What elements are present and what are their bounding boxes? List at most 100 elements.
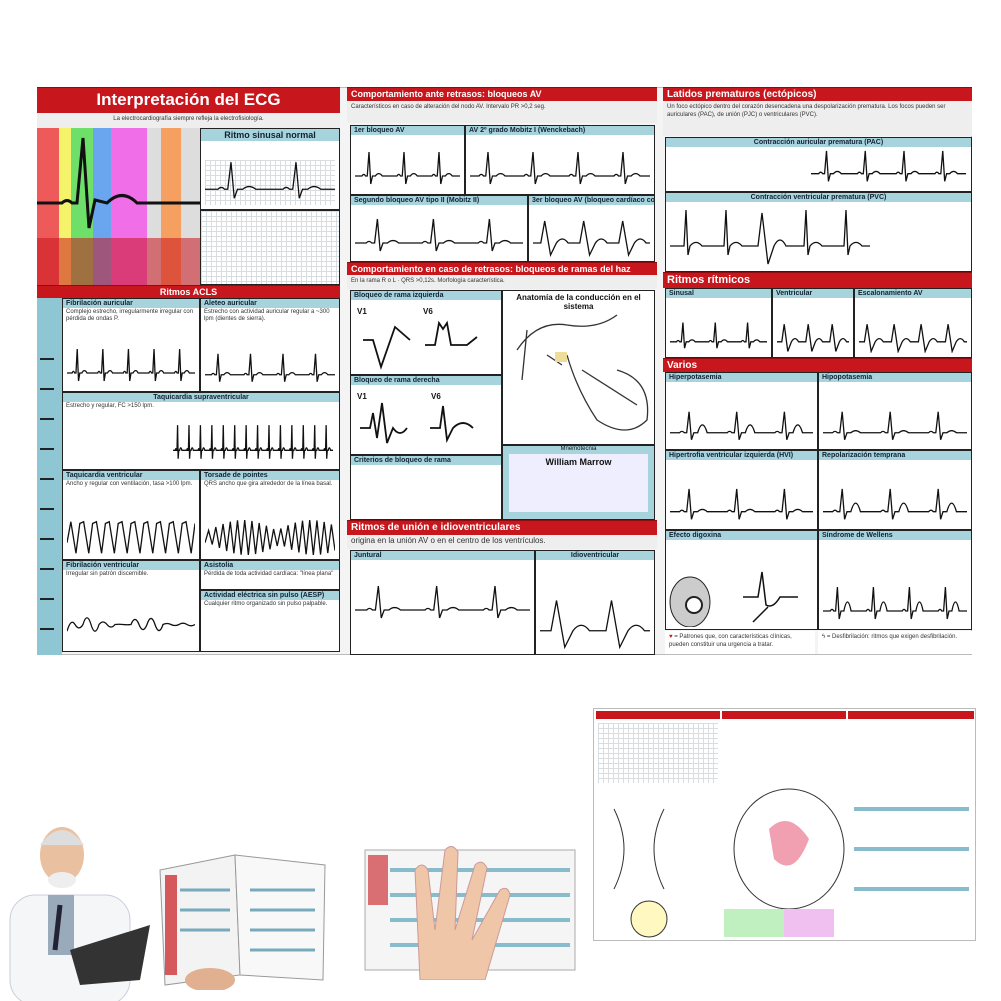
ecg-trace xyxy=(859,324,967,353)
conduction-color-diagram xyxy=(37,128,200,285)
ecg-trace xyxy=(823,586,967,620)
ecg-trace xyxy=(363,320,478,370)
ecg-trace xyxy=(173,425,333,459)
ecg-trace xyxy=(670,411,813,440)
ecg-trace xyxy=(533,220,650,257)
box-av-escape: Escalonamiento AV xyxy=(854,288,972,358)
hand-holding-card-photo xyxy=(364,846,576,980)
ecg-line xyxy=(205,520,335,555)
ecg-trace xyxy=(670,209,870,265)
left-subtitle: La electrocardiografía siempre refleja l… xyxy=(37,113,340,128)
box-title: Hiperpotasemia xyxy=(666,373,817,382)
legend-text: = Patrones que, con características clín… xyxy=(669,634,792,648)
box-junctional: Juntural xyxy=(350,550,535,655)
box-title: Hipopotasemia xyxy=(819,373,971,382)
box-title: AV 2º grado Mobitz I (Wenckebach) xyxy=(466,126,654,135)
ecg-line xyxy=(470,151,650,185)
box-title: Ventricular xyxy=(773,289,853,298)
box-pac: Contracción auricular prematura (PAC) xyxy=(665,137,972,192)
box-title: Repolarización temprana xyxy=(819,451,971,460)
box-title: Hipertrofia ventricular izquierda (HVI) xyxy=(666,451,817,460)
box-anatomy: Anatomía de la conducción en el sistema xyxy=(502,290,655,445)
box-title: Torsade de pointes xyxy=(201,471,339,480)
box-title: 3er bloqueo AV (bloqueo cardíaco complet… xyxy=(529,196,654,205)
box-title: Escalonamiento AV xyxy=(855,289,971,298)
ecg-line xyxy=(67,617,195,632)
box-title: Fibrilación ventricular xyxy=(63,561,199,570)
ecg-trace xyxy=(67,617,195,632)
card-back-photo xyxy=(593,708,976,941)
ecg-trace xyxy=(67,520,195,554)
premature-header: Latidos prematuros (ectópicos) xyxy=(663,87,972,101)
av-block-intro: Característicos en caso de alteración de… xyxy=(347,101,657,123)
box-mobitz-2: Segundo bloqueo AV tipo II (Mobitz II) xyxy=(350,195,528,262)
box-third-degree: 3er bloqueo AV (bloqueo cardíaco complet… xyxy=(528,195,655,262)
box-text: Estrecho y regular, FC >150 lpm. xyxy=(66,403,154,409)
box-title: Asistolia xyxy=(201,561,339,570)
box-title: Juntural xyxy=(351,551,534,560)
box-text: Irregular sin patrón discernible. xyxy=(66,571,149,577)
box-title: Aleteo auricular xyxy=(201,299,339,308)
box-title: Bloqueo de rama izquierda xyxy=(351,291,501,300)
box-title: Segundo bloqueo AV tipo II (Mobitz II) xyxy=(351,196,527,205)
legend-text: = Desfibrilación: ritmos que exigen desf… xyxy=(826,634,958,640)
ecg-line xyxy=(540,600,650,650)
lead-label: V6 xyxy=(431,392,441,401)
misc-header: Varios xyxy=(663,358,972,372)
box-title: Actividad eléctrica sin pulso (AESP) xyxy=(201,591,339,600)
ecg-trace xyxy=(205,520,335,555)
ecg-line xyxy=(533,220,650,257)
box-title: Criterios de bloqueo de rama xyxy=(351,456,501,465)
ecg-line xyxy=(859,324,967,353)
ecg-trace xyxy=(67,348,195,382)
doctor-photo xyxy=(9,827,150,1001)
ecg-trace xyxy=(670,488,813,520)
box-text: Cualquier ritmo organizado sin pulso pal… xyxy=(204,601,328,607)
box-title: Taquicardia supraventricular xyxy=(63,393,339,402)
ecg-line xyxy=(670,488,813,520)
lead-label: V1 xyxy=(357,392,367,401)
box-title: Idioventricular xyxy=(536,551,654,560)
box-title: Taquicardia ventricular xyxy=(63,471,199,480)
box-title: Anatomía de la conducción en el sistema xyxy=(516,293,641,311)
ecg-trace xyxy=(823,411,967,440)
ecg-trace xyxy=(355,218,523,252)
ecg-line xyxy=(823,488,967,520)
box-hypokalemia: Hipopotasemia xyxy=(818,372,972,450)
box-lvh: Hipertrofia ventricular izquierda (HVI) xyxy=(665,450,818,530)
rhythms-header: Ritmos rítmicos xyxy=(663,272,972,288)
folded-card-photo xyxy=(159,854,326,990)
left-title: Interpretación del ECG xyxy=(37,87,340,113)
junction-header: Ritmos de unión e idioventriculares xyxy=(347,520,657,535)
ecg-waveform xyxy=(37,137,200,229)
box-title: 1er bloqueo AV xyxy=(351,126,464,135)
box-text: Estrecho con actividad auricular regular… xyxy=(204,309,330,322)
box-title: Síndrome de Wellens xyxy=(819,531,971,540)
mnemonic-title: William Marrow xyxy=(509,454,648,512)
legend-heart: ♥ = Patrones que, con características cl… xyxy=(665,631,815,654)
box-title: Contracción auricular prematura (PAC) xyxy=(666,138,971,147)
lightning-icon: ϟ xyxy=(822,634,827,640)
ecg-trace xyxy=(777,324,849,352)
ecg-line xyxy=(670,209,870,265)
ecg-trace xyxy=(355,585,530,619)
bundle-intro: En la rama R o L · QRS >0,12s. Morfologí… xyxy=(347,275,657,289)
box-normal-sinus: Ritmo sinusal normal xyxy=(200,128,340,210)
heart-icon: ♥ xyxy=(669,634,675,640)
box-title: Fibrilación auricular xyxy=(63,299,199,308)
ecg-trace xyxy=(355,151,460,185)
box-title: Contracción ventricular prematura (PVC) xyxy=(666,193,971,202)
ecg-line xyxy=(777,324,849,352)
ecg-trace xyxy=(823,488,967,520)
acls-header: Ritmos ACLS xyxy=(37,285,340,298)
ecg-line xyxy=(355,151,460,185)
box-criteria: Criterios de bloqueo de rama xyxy=(350,455,502,520)
